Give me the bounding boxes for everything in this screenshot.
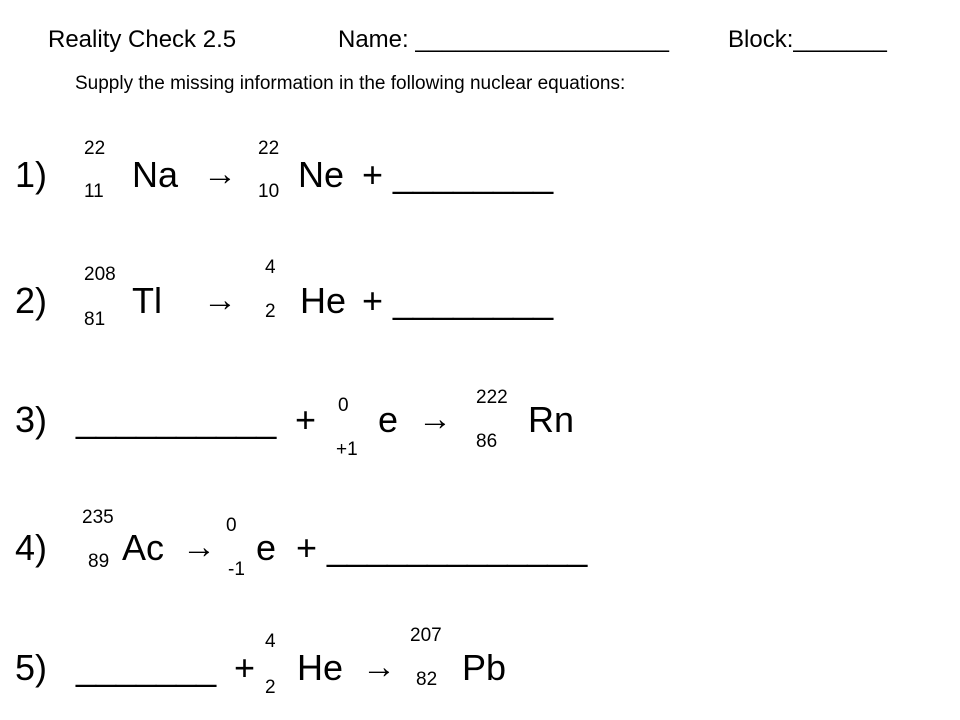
atomic-number: 81 xyxy=(84,309,106,330)
equation-number: 4) xyxy=(15,527,48,568)
mass-number: 0 xyxy=(338,395,349,416)
element-symbol: Rn xyxy=(528,399,575,440)
equation-number: 5) xyxy=(15,647,48,688)
element-symbol: Tl xyxy=(132,280,162,321)
plus-sign: + xyxy=(234,647,256,688)
worksheet-title: Reality Check 2.5 xyxy=(48,26,237,53)
reaction-arrow-icon: → xyxy=(182,528,216,566)
answer-blank[interactable]: + _____________ xyxy=(296,527,588,568)
plus-sign: + xyxy=(295,399,317,440)
element-symbol: Ac xyxy=(122,527,165,568)
element-symbol: e xyxy=(378,399,399,440)
atomic-number: +1 xyxy=(336,439,358,460)
reaction-arrow-icon: → xyxy=(362,648,396,686)
mass-number: 207 xyxy=(410,625,442,646)
element-symbol: e xyxy=(256,527,277,568)
mass-number: 22 xyxy=(258,138,280,159)
mass-number: 0 xyxy=(226,515,237,536)
reaction-arrow-icon: → xyxy=(203,281,237,319)
equation-number: 3) xyxy=(15,399,48,440)
mass-number: 4 xyxy=(265,257,276,278)
atomic-number: -1 xyxy=(228,559,245,580)
answer-blank[interactable]: _______ xyxy=(76,647,217,688)
answer-blank[interactable]: + ________ xyxy=(362,280,554,321)
atomic-number: 11 xyxy=(84,181,104,202)
atomic-number: 82 xyxy=(416,669,438,690)
element-symbol: Na xyxy=(132,154,179,195)
reaction-arrow-icon: → xyxy=(418,400,452,438)
mass-number: 222 xyxy=(476,387,508,408)
name-field[interactable]: Name: ___________________ xyxy=(338,26,669,53)
equation-number: 2) xyxy=(15,280,48,321)
atomic-number: 86 xyxy=(476,431,498,452)
mass-number: 235 xyxy=(82,507,114,528)
element-symbol: He xyxy=(297,647,344,688)
element-symbol: Ne xyxy=(298,154,345,195)
mass-number: 208 xyxy=(84,264,116,285)
reaction-arrow-icon: → xyxy=(203,155,237,193)
element-symbol: He xyxy=(300,280,347,321)
block-field[interactable]: Block:_______ xyxy=(728,26,887,53)
atomic-number: 2 xyxy=(265,677,276,698)
answer-blank[interactable]: __________ xyxy=(76,399,277,440)
atomic-number: 89 xyxy=(88,551,110,572)
atomic-number: 2 xyxy=(265,301,276,322)
mass-number: 4 xyxy=(265,631,276,652)
instructions: Supply the missing information in the fo… xyxy=(75,73,626,94)
equation-number: 1) xyxy=(15,154,48,195)
answer-blank[interactable]: + ________ xyxy=(362,154,554,195)
atomic-number: 10 xyxy=(258,181,280,202)
mass-number: 22 xyxy=(84,138,106,159)
element-symbol: Pb xyxy=(462,647,507,688)
